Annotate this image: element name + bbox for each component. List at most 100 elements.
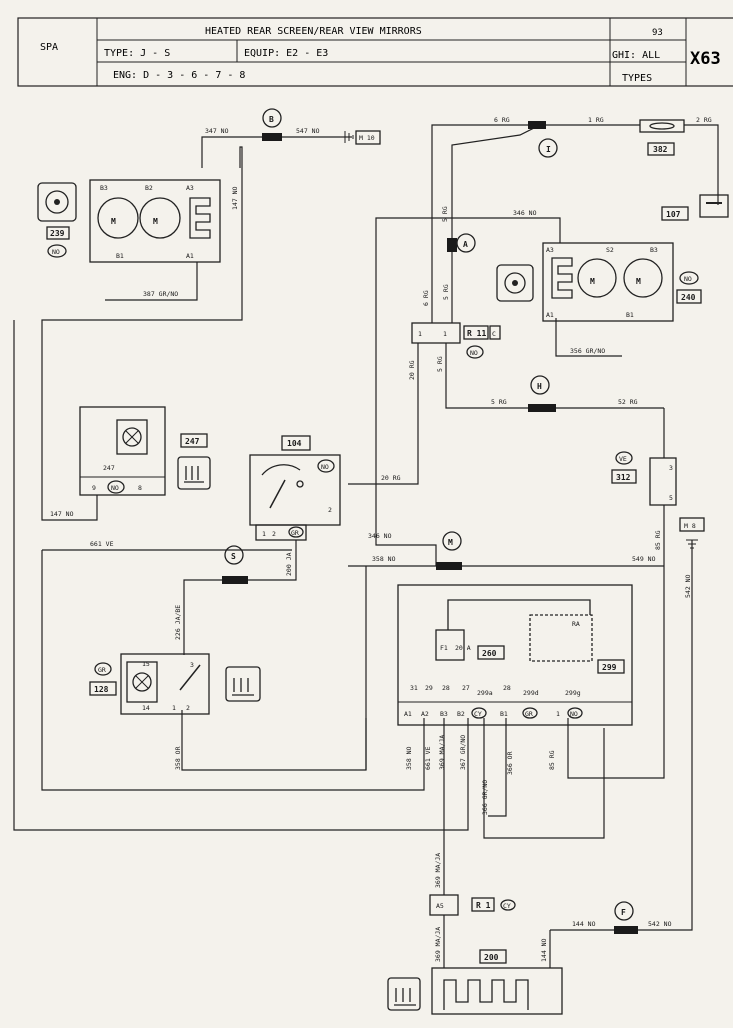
header-table: SPA HEATED REAR SCREEN/REAR VIEW MIRRORS… xyxy=(17,17,733,87)
svg-text:3: 3 xyxy=(669,464,673,472)
svg-text:366 GR/NO: 366 GR/NO xyxy=(481,780,489,815)
header-equip: EQUIP: E2 - E3 xyxy=(244,48,328,59)
connector-b: B xyxy=(262,108,282,141)
svg-text:A1: A1 xyxy=(546,311,554,319)
svg-text:2: 2 xyxy=(328,506,332,514)
wire-labels: 347 NO 547 NO 147 NO 387 GR/NO 6 RG 1 RG… xyxy=(50,116,712,962)
svg-text:542 NO: 542 NO xyxy=(684,574,692,598)
wire-network xyxy=(13,124,719,968)
component-247: 247 9 NO 8 247 xyxy=(79,406,211,496)
svg-text:200: 200 xyxy=(484,953,499,962)
relay-module-299: F1 20 A 260 RA 299 31 29 28 27 299a 28 2… xyxy=(397,584,633,726)
svg-text:358 NO: 358 NO xyxy=(405,746,413,770)
svg-text:M: M xyxy=(590,277,595,286)
svg-text:A1: A1 xyxy=(186,252,194,260)
svg-text:661 VE: 661 VE xyxy=(90,540,114,548)
header-types: TYPES xyxy=(622,73,652,84)
header-eng: ENG: D - 3 - 6 - 7 - 8 xyxy=(113,70,245,81)
svg-text:3: 3 xyxy=(190,661,194,669)
svg-text:14: 14 xyxy=(142,704,150,712)
svg-text:312: 312 xyxy=(616,473,631,482)
svg-text:R 1: R 1 xyxy=(476,901,491,910)
svg-text:27: 27 xyxy=(462,684,470,692)
svg-text:B3: B3 xyxy=(650,246,658,254)
label-239: 239 xyxy=(50,229,65,238)
svg-text:VE: VE xyxy=(619,455,627,463)
svg-text:128: 128 xyxy=(94,685,109,694)
svg-text:247: 247 xyxy=(185,437,200,446)
svg-text:369 MA/JA: 369 MA/JA xyxy=(438,735,446,770)
header-spa: SPA xyxy=(40,42,58,53)
svg-text:346 NO: 346 NO xyxy=(368,532,392,540)
svg-text:1 RG: 1 RG xyxy=(588,116,604,124)
svg-text:C: C xyxy=(492,330,496,338)
svg-text:20 A: 20 A xyxy=(455,644,471,652)
svg-text:F: F xyxy=(621,908,626,917)
svg-text:B1: B1 xyxy=(116,252,124,260)
svg-text:5 RG: 5 RG xyxy=(436,356,444,372)
svg-text:A2: A2 xyxy=(421,710,429,718)
svg-text:I: I xyxy=(546,145,551,154)
svg-text:346 NO: 346 NO xyxy=(513,209,537,217)
component-240-icon xyxy=(496,264,534,302)
svg-text:8: 8 xyxy=(138,484,142,492)
svg-text:367 GR/NO: 367 GR/NO xyxy=(459,735,467,770)
ground-m8: M 8 xyxy=(679,517,705,549)
svg-text:107: 107 xyxy=(666,210,681,219)
svg-text:M 8: M 8 xyxy=(684,522,696,530)
svg-text:CY: CY xyxy=(474,710,482,718)
mirror-left: M M B3 B2 A3 B1 A1 xyxy=(89,179,221,263)
svg-text:B1: B1 xyxy=(626,311,634,319)
svg-text:A3: A3 xyxy=(546,246,554,254)
svg-text:299a: 299a xyxy=(477,689,493,697)
svg-text:B2: B2 xyxy=(145,184,153,192)
svg-text:549 NO: 549 NO xyxy=(632,555,656,563)
svg-text:CY: CY xyxy=(503,902,511,910)
connector-h: H xyxy=(528,375,556,412)
svg-text:F1: F1 xyxy=(440,644,448,652)
svg-text:S2: S2 xyxy=(606,246,614,254)
svg-text:GR: GR xyxy=(291,529,299,537)
svg-text:A: A xyxy=(463,240,468,249)
header-code: X63 xyxy=(690,49,721,69)
svg-text:226 JA/BE: 226 JA/BE xyxy=(174,605,182,640)
svg-text:M: M xyxy=(153,217,158,226)
svg-text:1: 1 xyxy=(262,530,266,538)
svg-text:15: 15 xyxy=(142,660,150,668)
svg-text:M: M xyxy=(636,277,641,286)
svg-text:299g: 299g xyxy=(565,689,581,697)
header-year: 93 xyxy=(652,28,663,38)
svg-text:GR: GR xyxy=(98,666,106,674)
svg-text:387 GR/NO: 387 GR/NO xyxy=(143,290,178,298)
svg-text:542 NO: 542 NO xyxy=(648,920,672,928)
svg-text:NO: NO xyxy=(470,349,478,357)
svg-text:NO: NO xyxy=(570,710,578,718)
svg-text:85 RG: 85 RG xyxy=(654,530,662,550)
svg-text:147 NO: 147 NO xyxy=(50,510,74,518)
svg-text:85 RG: 85 RG xyxy=(548,750,556,770)
svg-text:547 NO: 547 NO xyxy=(296,127,320,135)
connector-a: A xyxy=(447,233,476,253)
svg-text:147 NO: 147 NO xyxy=(231,186,239,210)
svg-text:20 RG: 20 RG xyxy=(381,474,401,482)
svg-text:299d: 299d xyxy=(523,689,539,697)
svg-text:2 RG: 2 RG xyxy=(696,116,712,124)
svg-text:358 NO: 358 NO xyxy=(372,555,396,563)
component-104: 104 NO 1 2 GR 2 xyxy=(249,435,341,541)
svg-text:B: B xyxy=(269,115,274,124)
svg-text:144 NO: 144 NO xyxy=(540,938,548,962)
svg-text:9: 9 xyxy=(92,484,96,492)
svg-text:356 GR/NO: 356 GR/NO xyxy=(570,347,605,355)
svg-text:M: M xyxy=(111,217,116,226)
svg-text:5: 5 xyxy=(669,494,673,502)
svg-text:NO: NO xyxy=(684,275,692,283)
connector-i: I xyxy=(528,121,558,158)
svg-text:1: 1 xyxy=(443,330,447,338)
svg-text:52 RG: 52 RG xyxy=(618,398,638,406)
svg-text:2: 2 xyxy=(186,704,190,712)
svg-text:H: H xyxy=(537,382,542,391)
svg-text:A3: A3 xyxy=(186,184,194,192)
mirror-right: M M A3 S2 B3 A1 B1 NO 240 xyxy=(542,242,702,322)
svg-text:B1: B1 xyxy=(500,710,508,718)
svg-text:347 NO: 347 NO xyxy=(205,127,229,135)
